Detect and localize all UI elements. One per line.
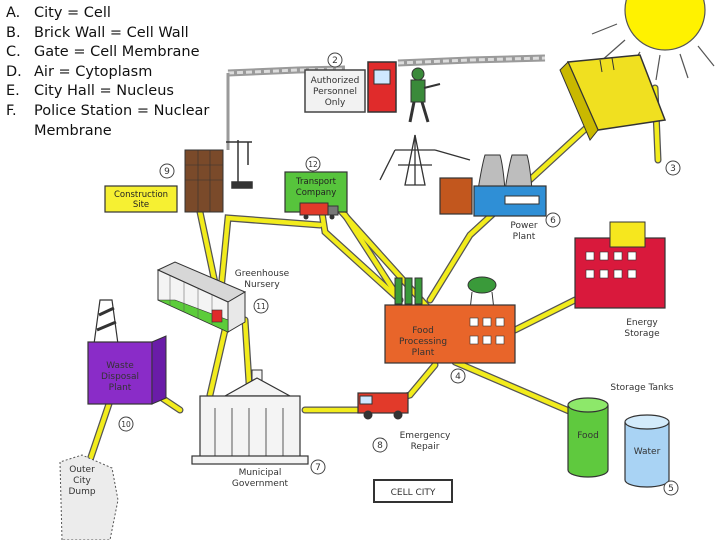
marker-11: 11: [256, 302, 266, 311]
legend-key: F.: [6, 102, 17, 119]
waste-disposal-plant: [87, 299, 167, 405]
truck-icon: [299, 202, 339, 220]
marker-12: 12: [308, 160, 318, 169]
legend-item: C. Gate = Cell Membrane: [6, 43, 224, 63]
marker-5: 5: [668, 484, 674, 494]
waste-label-3: Plant: [109, 383, 132, 393]
marker-3: 3: [670, 164, 676, 174]
power-plant-label-2: Plant: [513, 232, 536, 242]
cell-city-title: CELL CITY: [391, 488, 436, 498]
legend-item: A. City = Cell: [6, 4, 224, 24]
legend-text: City Hall = Nucleus: [34, 83, 174, 100]
food-storage-tank: [567, 397, 609, 478]
food-plant-label-1: Food: [412, 326, 434, 336]
marker-10: 10: [121, 420, 131, 429]
legend-text: Brick Wall = Cell Wall: [34, 24, 189, 41]
marker-8: 8: [377, 441, 383, 451]
marker-2: 2: [332, 56, 338, 66]
construction-label-2: Site: [133, 200, 149, 210]
legend-text: Air = Cytoplasm: [34, 63, 153, 80]
legend-item: B. Brick Wall = Cell Wall: [6, 24, 224, 44]
number-markers: [118, 52, 681, 496]
marker-7: 7: [315, 463, 321, 473]
sign-line-1: Authorized: [311, 76, 360, 86]
energy-storage-label-2: Storage: [624, 329, 660, 339]
legend-item: E. City Hall = Nucleus: [6, 82, 224, 102]
sign-line-2: Personnel: [313, 87, 357, 97]
marker-4: 4: [455, 372, 461, 382]
transport-label-2: Company: [296, 188, 336, 198]
power-tower-icon: [379, 134, 471, 186]
city-dump: [59, 454, 119, 540]
municipal-government-building: [191, 369, 309, 465]
legend-key: E.: [6, 83, 20, 100]
dump-label-3: Dump: [68, 487, 95, 497]
waste-label-2: Disposal: [101, 372, 139, 382]
legend-list: A. City = Cell B. Brick Wall = Cell Wall C…: [6, 4, 224, 141]
energy-storage-label-1: Energy: [626, 318, 658, 328]
marker-9: 9: [164, 167, 170, 177]
authorized-personnel-sign: Authorized Personnel Only: [304, 69, 366, 113]
transport-company-building: [284, 171, 348, 220]
legend-item: F. Police Station = Nuclear Membrane: [6, 102, 224, 141]
food-plant-label-2: Processing: [399, 337, 447, 347]
waste-label-1: Waste: [106, 361, 134, 371]
legend-key: A.: [6, 5, 21, 21]
construction-label-1: Construction: [114, 190, 168, 200]
gate-booth-icon: [367, 61, 397, 113]
storage-tanks-label: Storage Tanks: [610, 383, 674, 393]
tank-water-label: Water: [634, 447, 661, 457]
legend-text: Gate = Cell Membrane: [34, 44, 200, 61]
legend-item: D. Air = Cytoplasm: [6, 63, 224, 83]
marker-6: 6: [550, 216, 556, 226]
emergency-label-1: Emergency: [400, 431, 451, 441]
greenhouse-label-2: Nursery: [244, 280, 280, 290]
dump-label-2: City: [73, 476, 91, 486]
water-storage-tank: [624, 414, 670, 488]
crane-icon: [226, 140, 253, 189]
construction-site: [104, 140, 253, 213]
food-plant-label-3: Plant: [412, 348, 435, 358]
transport-label-1: Transport: [295, 177, 337, 187]
dump-label-1: Outer: [69, 465, 95, 475]
greenhouse-label-1: Greenhouse: [235, 269, 290, 279]
municipal-label-1: Municipal: [239, 468, 282, 478]
emergency-label-2: Repair: [411, 442, 440, 452]
food-processing-plant: [384, 276, 516, 364]
power-plant-label-1: Power: [510, 221, 538, 231]
cell-city-title-box: CELL CITY: [373, 479, 453, 503]
sign-line-3: Only: [325, 98, 346, 108]
guard-icon: [408, 67, 441, 123]
power-plant-building: [439, 154, 547, 217]
tank-food-label: Food: [577, 431, 599, 441]
greenhouse-nursery: [156, 261, 247, 333]
legend-text: City = Cell: [34, 5, 111, 21]
solar-panel-icon: [559, 54, 667, 141]
municipal-label-2: Government: [232, 479, 289, 489]
fire-truck-icon: [357, 392, 409, 420]
legend-text: Police Station = Nuclear Membrane: [34, 102, 210, 139]
legend-key: B.: [6, 24, 21, 41]
legend-key: C.: [6, 44, 21, 61]
energy-storage-building: [574, 221, 666, 309]
sun-icon: [591, 0, 715, 81]
legend-key: D.: [6, 63, 22, 80]
